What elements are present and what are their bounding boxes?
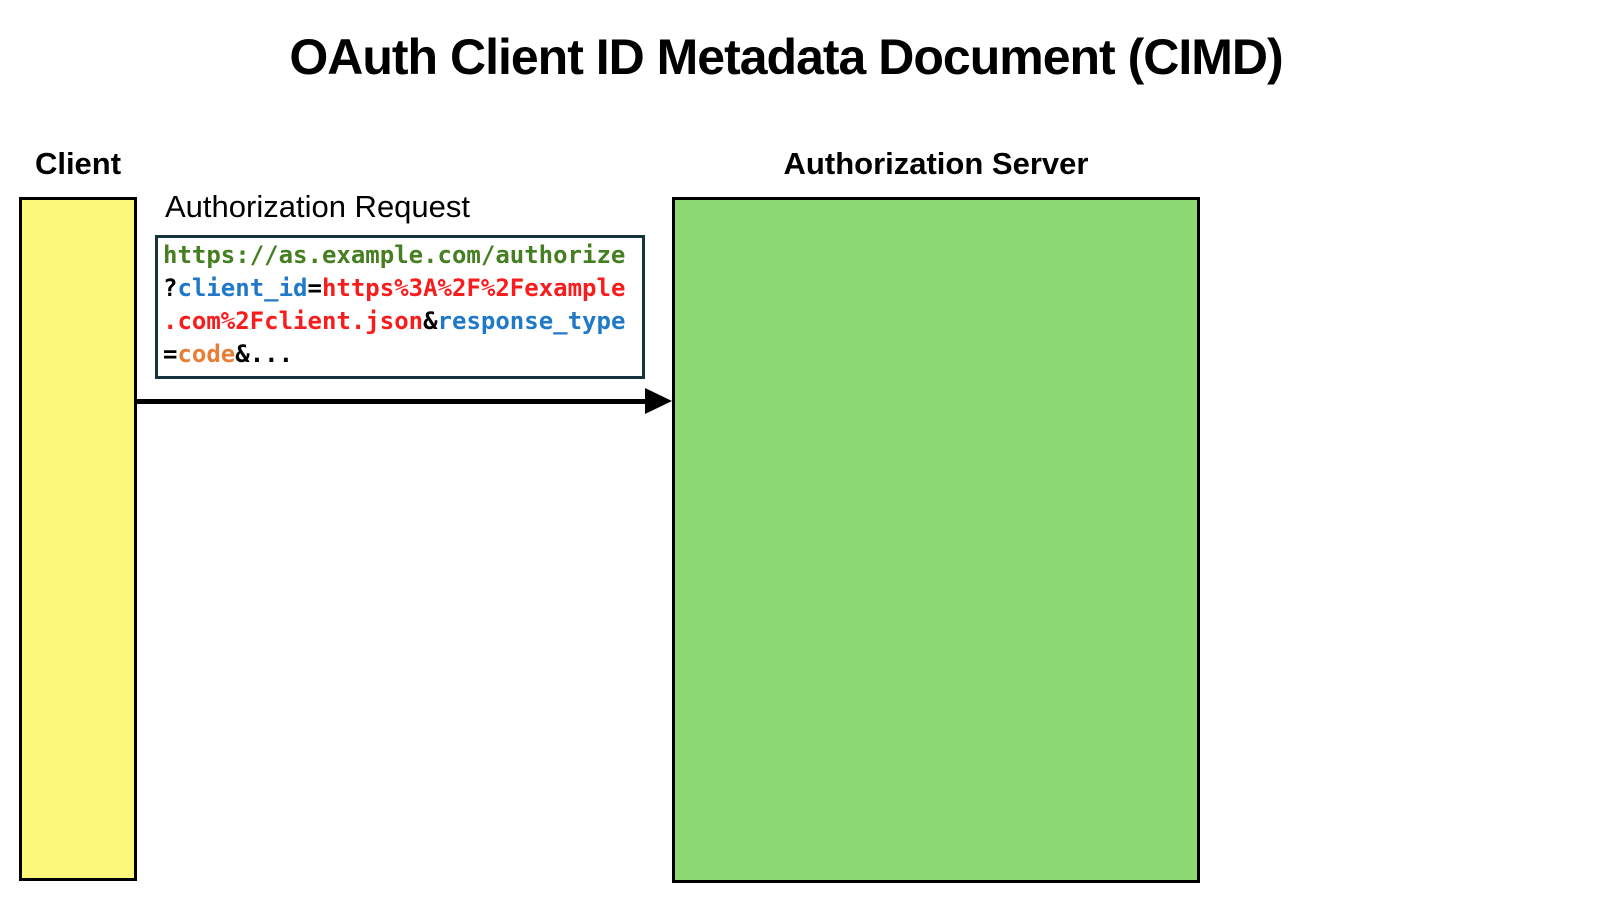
authorization-request-url-box: https://as.example.com/authorize ?client…	[155, 235, 645, 379]
url-trailing-ellipsis: &...	[235, 340, 294, 368]
url-equals-sign-1: =	[307, 274, 322, 302]
url-authorize-endpoint: https://as.example.com/authorize	[163, 241, 626, 269]
url-line-3: .com%2Fclient.json&response_type	[163, 305, 637, 338]
url-equals-sign-2: =	[163, 340, 178, 368]
url-response-type-value: code	[177, 340, 236, 368]
url-line-4: =code&...	[163, 338, 637, 371]
url-query-separator: ?	[163, 274, 178, 302]
request-arrow-line	[137, 399, 649, 404]
url-response-type-param-name: response_type	[437, 307, 626, 335]
url-client-id-value-part1: https%3A%2F%2Fexample	[321, 274, 626, 302]
client-lifeline-box	[19, 197, 137, 881]
request-arrow-head-icon	[645, 388, 672, 414]
url-line-2: ?client_id=https%3A%2F%2Fexample	[163, 272, 637, 305]
url-client-id-param-name: client_id	[177, 274, 308, 302]
client-label: Client	[34, 146, 122, 181]
url-client-id-value-part2: .com%2Fclient.json	[163, 307, 424, 335]
url-ampersand-1: &	[423, 307, 438, 335]
diagram-title: OAuth Client ID Metadata Document (CIMD)	[289, 29, 1283, 85]
url-line-1: https://as.example.com/authorize	[163, 239, 637, 272]
authorization-request-label: Authorization Request	[165, 189, 471, 224]
authorization-server-label: Authorization Server	[783, 146, 1089, 181]
authorization-server-box	[672, 197, 1200, 883]
